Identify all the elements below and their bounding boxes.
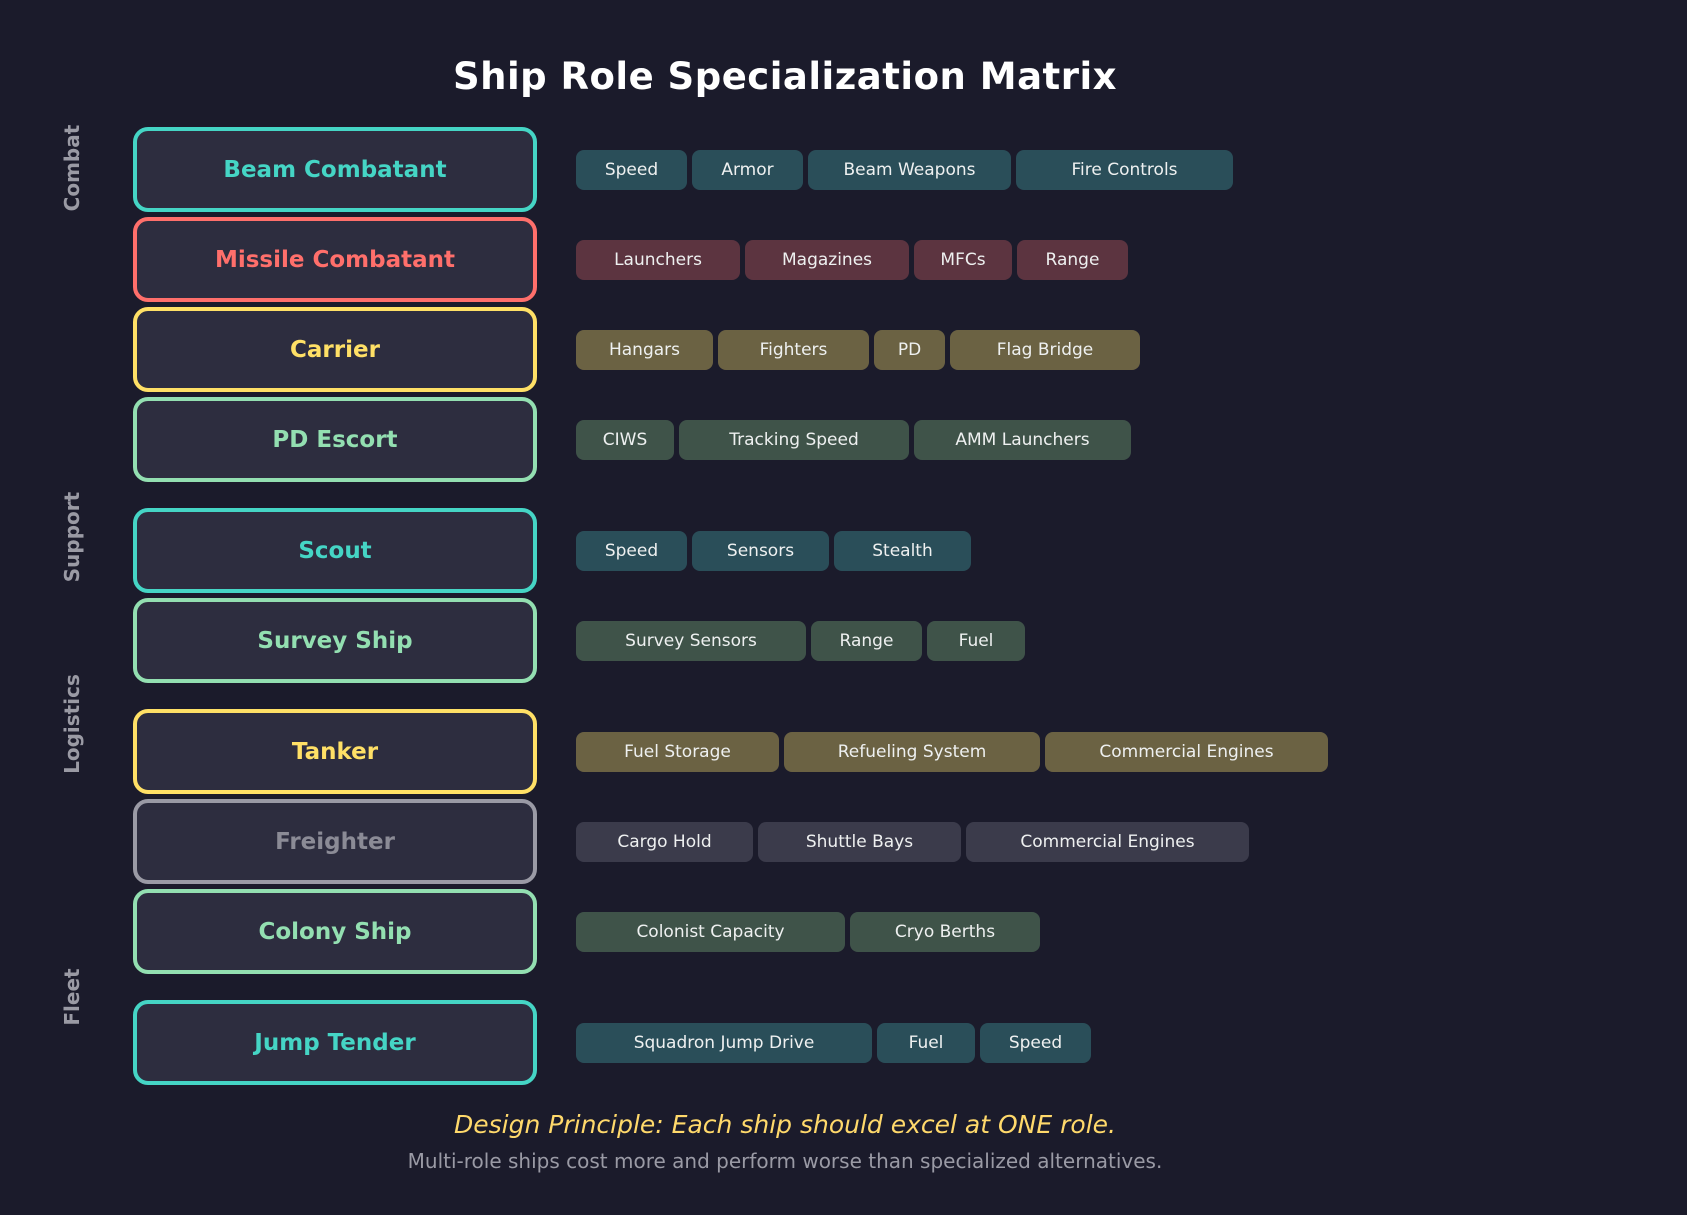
spec-chip: Fuel Storage	[576, 731, 779, 772]
role-box: Tanker	[133, 709, 537, 794]
row-tanker: Tanker Fuel Storage Refueling System Com…	[133, 709, 1328, 794]
row-freighter: Freighter Cargo Hold Shuttle Bays Commer…	[133, 799, 1328, 884]
spec-chip: Stealth	[834, 530, 971, 571]
spec-chip: AMM Launchers	[914, 419, 1131, 460]
role-box: Missile Combatant	[133, 217, 537, 302]
row-survey-ship: Survey Ship Survey Sensors Range Fuel	[133, 598, 1328, 683]
role-box: Carrier	[133, 307, 537, 392]
row-scout: Scout Speed Sensors Stealth	[133, 508, 1328, 593]
spec-chip: PD	[874, 329, 945, 370]
spec-chip: Tracking Speed	[679, 419, 909, 460]
spec-chip: Range	[1017, 239, 1128, 280]
spec-chip: MFCs	[914, 239, 1012, 280]
group-fleet: Jump Tender Squadron Jump Drive Fuel Spe…	[133, 1000, 1328, 1085]
spec-chip-list: Hangars Fighters PD Flag Bridge	[576, 329, 1140, 370]
spec-chip: Cryo Berths	[850, 911, 1040, 952]
spec-chip: Commercial Engines	[1045, 731, 1328, 772]
spec-chip: Fighters	[718, 329, 869, 370]
spec-chip: Survey Sensors	[576, 620, 806, 661]
spec-chip: Speed	[576, 149, 687, 190]
spec-chip: Launchers	[576, 239, 740, 280]
spec-chip-list: Colonist Capacity Cryo Berths	[576, 911, 1040, 952]
spec-chip: Sensors	[692, 530, 829, 571]
role-box: Beam Combatant	[133, 127, 537, 212]
spec-chip-list: Launchers Magazines MFCs Range	[576, 239, 1128, 280]
spec-chip: CIWS	[576, 419, 674, 460]
spec-chip: Range	[811, 620, 922, 661]
role-box: Colony Ship	[133, 889, 537, 974]
row-carrier: Carrier Hangars Fighters PD Flag Bridge	[133, 307, 1328, 392]
spec-chip-list: Squadron Jump Drive Fuel Speed	[576, 1022, 1091, 1063]
design-principle-text: Design Principle: Each ship should excel…	[454, 1110, 1116, 1139]
spec-chip: Cargo Hold	[576, 821, 753, 862]
spec-chip: Flag Bridge	[950, 329, 1140, 370]
group-support: Scout Speed Sensors Stealth Survey Ship …	[133, 508, 1328, 683]
spec-chip: Squadron Jump Drive	[576, 1022, 872, 1063]
row-pd-escort: PD Escort CIWS Tracking Speed AMM Launch…	[133, 397, 1328, 482]
role-box: PD Escort	[133, 397, 537, 482]
role-box: Survey Ship	[133, 598, 537, 683]
page-title: Ship Role Specialization Matrix	[452, 55, 1118, 98]
spec-chip: Fuel	[927, 620, 1025, 661]
row-missile-combatant: Missile Combatant Launchers Magazines MF…	[133, 217, 1328, 302]
spec-chip-list: Fuel Storage Refueling System Commercial…	[576, 731, 1328, 772]
row-beam-combatant: Beam Combatant Speed Armor Beam Weapons …	[133, 127, 1328, 212]
group-label-logistics: Logistics	[60, 674, 84, 774]
group-label-combat: Combat	[60, 124, 84, 212]
spec-chip: Magazines	[745, 239, 909, 280]
group-label-support: Support	[60, 491, 84, 583]
design-note-text: Multi-role ships cost more and perform w…	[407, 1149, 1163, 1173]
row-colony-ship: Colony Ship Colonist Capacity Cryo Berth…	[133, 889, 1328, 974]
spec-chip-list: Speed Armor Beam Weapons Fire Controls	[576, 149, 1233, 190]
spec-chip-list: Survey Sensors Range Fuel	[576, 620, 1025, 661]
spec-chip: Shuttle Bays	[758, 821, 961, 862]
spec-chip: Fuel	[877, 1022, 975, 1063]
group-label-fleet: Fleet	[60, 968, 84, 1026]
spec-chip-list: Cargo Hold Shuttle Bays Commercial Engin…	[576, 821, 1249, 862]
spec-chip: Commercial Engines	[966, 821, 1249, 862]
group-logistics: Tanker Fuel Storage Refueling System Com…	[133, 709, 1328, 974]
spec-chip: Fire Controls	[1016, 149, 1233, 190]
spec-chip-list: Speed Sensors Stealth	[576, 530, 971, 571]
role-box: Jump Tender	[133, 1000, 537, 1085]
spec-chip: Refueling System	[784, 731, 1040, 772]
role-box: Scout	[133, 508, 537, 593]
matrix-body: Beam Combatant Speed Armor Beam Weapons …	[133, 127, 1328, 1111]
spec-chip-list: CIWS Tracking Speed AMM Launchers	[576, 419, 1131, 460]
role-box: Freighter	[133, 799, 537, 884]
spec-chip: Armor	[692, 149, 803, 190]
spec-chip: Speed	[576, 530, 687, 571]
spec-chip: Colonist Capacity	[576, 911, 845, 952]
group-combat: Beam Combatant Speed Armor Beam Weapons …	[133, 127, 1328, 482]
spec-chip: Beam Weapons	[808, 149, 1011, 190]
spec-chip: Hangars	[576, 329, 713, 370]
row-jump-tender: Jump Tender Squadron Jump Drive Fuel Spe…	[133, 1000, 1328, 1085]
spec-chip: Speed	[980, 1022, 1091, 1063]
